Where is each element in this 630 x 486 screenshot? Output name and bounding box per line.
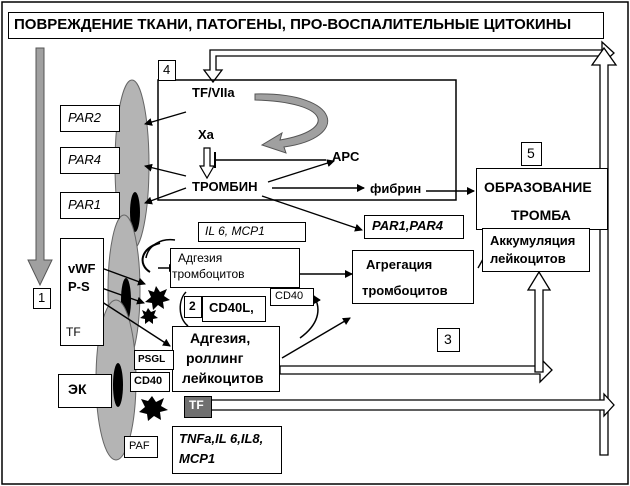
cd40-platelet-label: CD40 <box>275 290 304 302</box>
par1-box <box>60 192 120 219</box>
par2-label: PAR2 <box>68 110 101 125</box>
par1-par4-label: PAR1,PAR4 <box>372 218 444 233</box>
number-4: 4 <box>163 62 171 77</box>
psgl-label: PSGL <box>138 354 166 365</box>
cytokines-bottom-line2: MCP1 <box>179 451 216 466</box>
leukocyte-adhesion-line3: лейкоцитов <box>182 370 264 386</box>
return-arrow-top <box>202 40 615 84</box>
number-3: 3 <box>444 331 452 347</box>
cd40-platelet-box <box>270 288 314 306</box>
leukocyte-adhesion-line1: Адгезия, <box>190 330 251 346</box>
fibrin-label: фибрин <box>370 181 422 196</box>
aggregation-box <box>352 250 474 304</box>
thrombus-line2: ТРОМБА <box>511 207 571 223</box>
tf-dark-box <box>184 396 212 418</box>
accumulation-line1: Аккумуляция <box>490 233 576 248</box>
header-box <box>8 12 604 39</box>
cd40-ec-label: CD40 <box>134 375 163 387</box>
number-1: 1 <box>38 290 46 305</box>
coagulation-box <box>157 79 457 201</box>
starburst-2 <box>140 308 158 324</box>
par1-label: PAR1 <box>68 197 101 212</box>
aggregation-line1: Агрегация <box>366 257 433 272</box>
paf-label: PAF <box>129 440 150 452</box>
par1-par4-box <box>364 215 464 239</box>
psgl-box <box>134 350 174 370</box>
endothelial-marker-box <box>60 238 104 346</box>
thrombus-line1: ОБРАЗОВАНИЕ <box>484 179 592 195</box>
nucleus-bottom <box>113 363 123 407</box>
xa-down-arrow <box>198 147 216 180</box>
par4-box <box>60 147 120 174</box>
ec-label: ЭК <box>68 381 87 397</box>
cd40l-label: CD40L, <box>209 300 254 315</box>
leukocyte-adhesion-box <box>172 326 280 392</box>
arrow-up-accumulation <box>526 270 552 373</box>
platelet-adhesion-box <box>170 248 300 288</box>
cytokines-top-box <box>198 222 306 242</box>
cytokines-bottom-line1: TNFa,IL 6,IL8, <box>179 431 264 446</box>
paf-box <box>124 436 158 458</box>
number-4-box <box>158 60 176 81</box>
vwf-label: vWF <box>68 261 96 276</box>
par2-box <box>60 105 120 132</box>
ec-box <box>58 374 112 408</box>
number-5-box <box>521 142 542 166</box>
header-title: ПОВРЕЖДЕНИЕ ТКАНИ, ПАТОГЕНЫ, ПРО-ВОСПАЛИ… <box>14 16 572 33</box>
par4-label: PAR4 <box>68 152 101 167</box>
arrow-to-accumulation <box>279 356 553 384</box>
aggregation-line2: тромбоцитов <box>362 283 448 298</box>
platelet-adhesion-line2: тромбоцитов <box>172 267 245 281</box>
cd40l-box <box>202 296 266 322</box>
vertical-return-arrow <box>590 46 618 456</box>
number-3-box <box>437 328 460 352</box>
number-1-box <box>33 288 51 309</box>
accumulation-line2: лейкоцитов <box>490 251 566 266</box>
xa-label: Xa <box>198 127 214 142</box>
tf-endothelial-label: TF <box>66 325 81 339</box>
bottom-return-arrow <box>207 392 615 418</box>
tf-viia-label: TF/VIIa <box>192 85 235 100</box>
feedback-curve-arrow <box>254 93 329 154</box>
cd40-ec-box <box>130 372 170 392</box>
number-5: 5 <box>527 145 535 161</box>
thrombin-label: ТРОМБИН <box>192 179 258 194</box>
leukocyte-adhesion-line2: роллинг <box>186 350 244 366</box>
ps-label: P-S <box>68 279 90 294</box>
number-2-box <box>184 296 202 318</box>
cytokines-bottom-box <box>172 426 282 474</box>
apc-label: APC <box>332 149 360 164</box>
accumulation-box <box>482 228 590 272</box>
starburst-1 <box>145 286 170 310</box>
nucleus-top <box>130 192 140 232</box>
cytokines-top-label: IL 6, MCP1 <box>205 224 265 238</box>
platelet-adhesion-line1: Адгезия <box>178 251 223 265</box>
big-down-arrow <box>27 47 53 287</box>
tf-dark-label: TF <box>189 398 204 412</box>
number-2: 2 <box>189 299 196 313</box>
starburst-3 <box>139 396 168 421</box>
